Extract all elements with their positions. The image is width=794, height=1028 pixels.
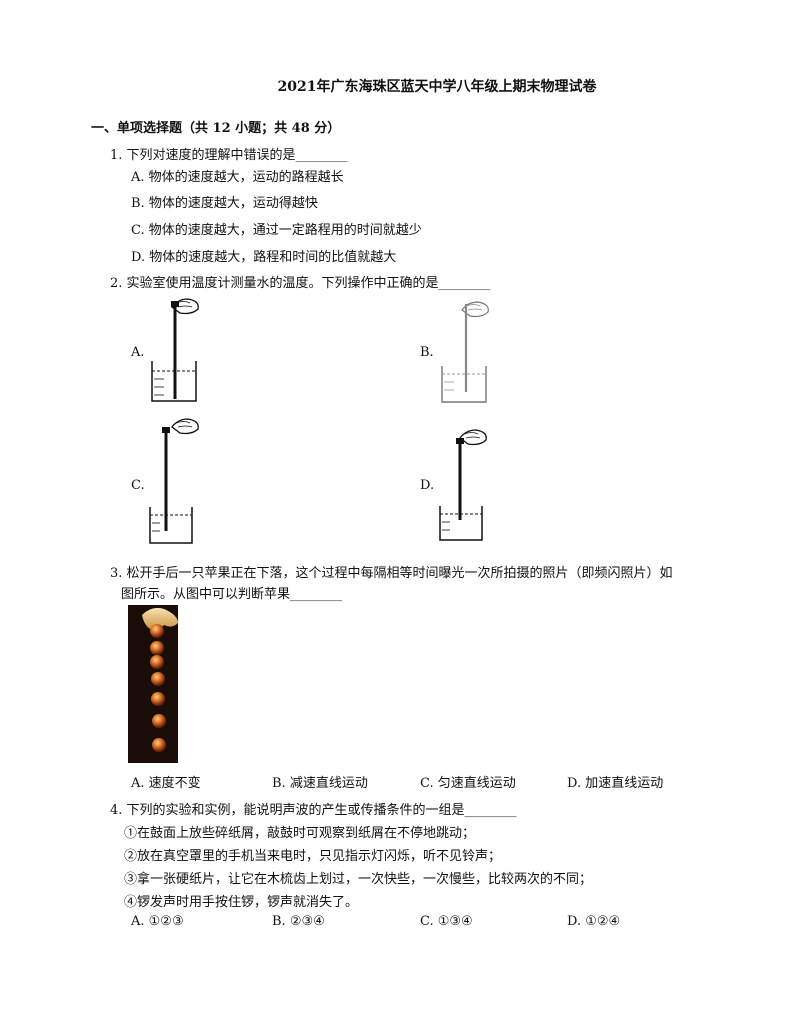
question-4-item-2: ②放在真空罩里的手机当来电时，只见指示灯闪烁，听不见铃声； bbox=[124, 849, 502, 864]
question-1-option-a[interactable]: A. 物体的速度越大，运动的路程越长 bbox=[131, 170, 344, 185]
page-title: 2021年广东海珠区蓝天中学八年级上期末物理试卷 bbox=[277, 79, 597, 95]
thermometer-figure-b bbox=[441, 301, 489, 403]
question-3-option-c[interactable]: C. 匀速直线运动 bbox=[420, 776, 516, 791]
question-3-stem-line-1: 3. 松开手后一只苹果正在下落，这个过程中每隔相等时间曝光一次所拍摄的照片（即频… bbox=[110, 566, 673, 581]
question-3-option-a[interactable]: A. 速度不变 bbox=[131, 776, 201, 791]
question-1-option-c[interactable]: C. 物体的速度越大，通过一定路程用的时间就越少 bbox=[131, 223, 422, 238]
question-1-option-b[interactable]: B. 物体的速度越大，运动得越快 bbox=[131, 196, 318, 211]
question-4-option-c[interactable]: C. ①③④ bbox=[420, 914, 473, 929]
question-2-label-a[interactable]: A. bbox=[131, 345, 145, 360]
falling-apple-strobe-photo bbox=[128, 605, 178, 763]
question-3-option-d[interactable]: D. 加速直线运动 bbox=[567, 776, 664, 791]
question-4-item-3: ③拿一张硬纸片，让它在木梳齿上划过，一次快些，一次慢些，比较两次的不同； bbox=[124, 872, 593, 887]
question-2-label-d[interactable]: D. bbox=[420, 478, 435, 493]
question-4-stem: 4. 下列的实验和实例，能说明声波的产生或传播条件的一组是________ bbox=[110, 803, 517, 818]
thermometer-figure-c bbox=[149, 418, 199, 544]
question-2-label-c[interactable]: C. bbox=[131, 478, 145, 493]
question-2-stem: 2. 实验室使用温度计测量水的温度。下列操作中正确的是________ bbox=[110, 276, 491, 291]
question-4-option-d[interactable]: D. ①②④ bbox=[567, 914, 621, 929]
thermometer-figure-a bbox=[151, 298, 199, 402]
question-4-item-1: ①在鼓面上放些碎纸屑，敲鼓时可观察到纸屑在不停地跳动； bbox=[124, 826, 476, 841]
thermometer-figure-d bbox=[439, 429, 487, 541]
question-3-option-b[interactable]: B. 减速直线运动 bbox=[272, 776, 368, 791]
question-1-stem: 1. 下列对速度的理解中错误的是________ bbox=[110, 148, 348, 163]
question-4-item-4: ④锣发声时用手按住锣，锣声就消失了。 bbox=[124, 895, 359, 910]
question-2-label-b[interactable]: B. bbox=[420, 345, 434, 360]
question-1-option-d[interactable]: D. 物体的速度越大，路程和时间的比值就越大 bbox=[131, 250, 397, 265]
section-heading: 一、单项选择题（共 12 小题；共 48 分） bbox=[91, 121, 341, 136]
question-3-stem-line-2: 图所示。从图中可以判断苹果________ bbox=[121, 587, 343, 602]
question-4-option-a[interactable]: A. ①②③ bbox=[131, 914, 184, 929]
question-4-option-b[interactable]: B. ②③④ bbox=[272, 914, 325, 929]
